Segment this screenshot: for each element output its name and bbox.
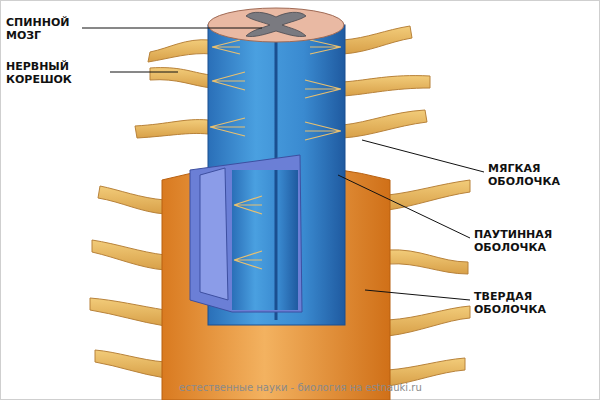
median-fissure [275,40,278,320]
leader-lines [82,28,484,300]
arachnoid-cut [190,155,302,312]
part-label: СПИННОЙ МОЗГ [6,16,69,42]
part-label: НЕРВНЫЙ КОРЕШОК [6,60,72,86]
cross-section [208,8,344,42]
part-label: ТВЕРДАЯ ОБОЛОЧКА [474,290,546,316]
cord-window [232,170,298,310]
part-label: ПАУТИННАЯ ОБОЛОЧКА [474,228,552,254]
rootlets [210,40,341,269]
arachnoid-flap [200,168,228,300]
gray-matter [246,12,306,36]
watermark: естественные науки - биология на estnauk… [179,382,422,393]
part-label: МЯГКАЯ ОБОЛОЧКА [488,162,560,188]
